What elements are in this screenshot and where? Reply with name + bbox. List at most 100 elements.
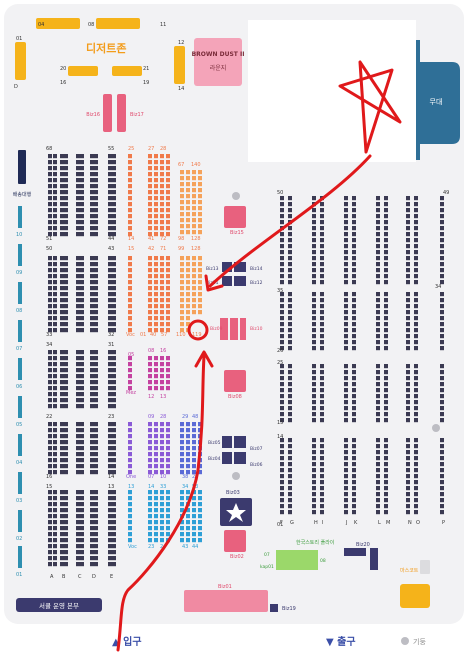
col-right-10-booth — [440, 262, 444, 267]
col-right-7-booth — [384, 316, 388, 321]
left-wall-number: 05 — [16, 422, 22, 428]
col-right-4-booth — [344, 262, 348, 267]
col-right-7-booth — [384, 244, 388, 249]
col-color-2-booth — [166, 184, 170, 189]
col-right-5-booth — [352, 462, 356, 467]
col-left-3-booth — [94, 214, 98, 219]
col-left-4-booth — [108, 502, 112, 507]
col-left-1-booth — [64, 310, 68, 315]
col-left-2-booth — [80, 496, 84, 501]
left-wall-booth-3 — [18, 320, 22, 342]
col-right-3-booth — [320, 268, 324, 273]
col-left-3-booth — [94, 356, 98, 361]
col-right-7-booth — [384, 268, 388, 273]
col-color-4-booth — [192, 422, 196, 427]
row-num-27: 27 — [148, 146, 154, 152]
col-left-3-booth — [90, 178, 94, 183]
annotation-white-panel — [248, 20, 416, 162]
col-right-5-booth — [352, 334, 356, 339]
col-color-2-booth — [166, 232, 170, 237]
col-color-2-booth — [166, 380, 170, 385]
col-color-3-booth — [186, 422, 190, 427]
col-color-0-booth — [128, 226, 132, 231]
col-right-0-booth — [280, 244, 284, 249]
col-right-1-booth — [288, 364, 292, 369]
col-left-2-booth — [80, 322, 84, 327]
col-right-1-booth — [288, 456, 292, 461]
col-left-3-booth — [94, 208, 98, 213]
col-color-4-booth — [192, 262, 196, 267]
col-left-2-booth — [80, 190, 84, 195]
col-left-2-booth — [76, 304, 80, 309]
col-color-3-booth — [180, 532, 184, 537]
row-num-41: 41 — [148, 236, 154, 242]
col-right-8-booth — [406, 462, 410, 467]
col-color-2-booth — [166, 464, 170, 469]
col-left-1-booth — [64, 496, 68, 501]
col-right-5-booth — [352, 220, 356, 225]
col-left-4-booth — [108, 440, 112, 445]
col-right-8-booth — [406, 268, 410, 273]
col-right-10-booth — [440, 480, 444, 485]
col-color-2-booth — [166, 526, 170, 531]
col-right-7-booth — [384, 208, 388, 213]
col-color-2-booth — [166, 496, 170, 501]
col-left-3-booth — [94, 328, 98, 333]
col-left-3-booth — [94, 458, 98, 463]
col-left-0-booth — [53, 298, 57, 303]
col-right-1-booth — [288, 400, 292, 405]
col-left-0-booth — [53, 458, 57, 463]
col-left-2-booth — [80, 292, 84, 297]
col-left-4-booth — [112, 328, 116, 333]
pillar-1 — [232, 192, 240, 200]
row-num-43: 43 — [182, 544, 188, 550]
col-right-9-booth — [414, 274, 418, 279]
col-color-3-booth — [180, 182, 184, 187]
col-right-9-booth — [414, 292, 418, 297]
biz13-label: Biz13 — [206, 266, 219, 272]
col-color-3-booth — [186, 464, 190, 469]
col-left-1-booth — [60, 550, 64, 555]
col-left-3-booth — [94, 526, 98, 531]
col-left-4-booth — [108, 256, 112, 261]
col-left-3-booth — [90, 392, 94, 397]
col-right-1-booth — [288, 376, 292, 381]
row-num-50: 50 — [46, 246, 52, 252]
col-right-0-booth — [280, 328, 284, 333]
col-left-4-booth — [112, 196, 116, 201]
biz12-label: Biz12 — [250, 280, 263, 286]
col-right-5-booth — [352, 412, 356, 417]
col-left-4-booth — [112, 350, 116, 355]
col-left-0-booth — [48, 298, 52, 303]
col-right-0-booth — [280, 474, 284, 479]
col-color-1-booth — [148, 262, 152, 267]
col-left-4-booth — [112, 292, 116, 297]
col-right-1-booth — [288, 406, 292, 411]
col-left-4-booth — [108, 166, 112, 171]
dessert-label-04: 04 — [38, 22, 44, 28]
col-left-3-booth — [94, 196, 98, 201]
col-color-3-booth — [186, 310, 190, 315]
col-right-1-booth — [288, 370, 292, 375]
col-left-3-booth — [94, 166, 98, 171]
col-left-1-booth — [60, 508, 64, 513]
col-color-2-booth — [160, 514, 164, 519]
col-color-4-booth — [192, 292, 196, 297]
col-color-0-booth — [128, 520, 132, 525]
col-color-0-booth — [128, 304, 132, 309]
col-color-3-booth — [186, 298, 190, 303]
col-left-2-booth — [80, 310, 84, 315]
col-left-1-booth — [60, 422, 64, 427]
col-left-1-booth — [60, 532, 64, 537]
col-left-3-booth — [94, 532, 98, 537]
biz02-booth — [224, 530, 246, 552]
row-num-05: 05 — [128, 352, 134, 358]
col-left-2-booth — [76, 550, 80, 555]
left-wall-booth-1 — [18, 244, 22, 266]
col-right-5-booth — [352, 316, 356, 321]
mez-label: Mez — [126, 390, 136, 396]
col-left-0-booth — [53, 166, 57, 171]
col-right-9-booth — [414, 328, 418, 333]
col-right-3-booth — [320, 262, 324, 267]
col-color-3-booth — [186, 434, 190, 439]
